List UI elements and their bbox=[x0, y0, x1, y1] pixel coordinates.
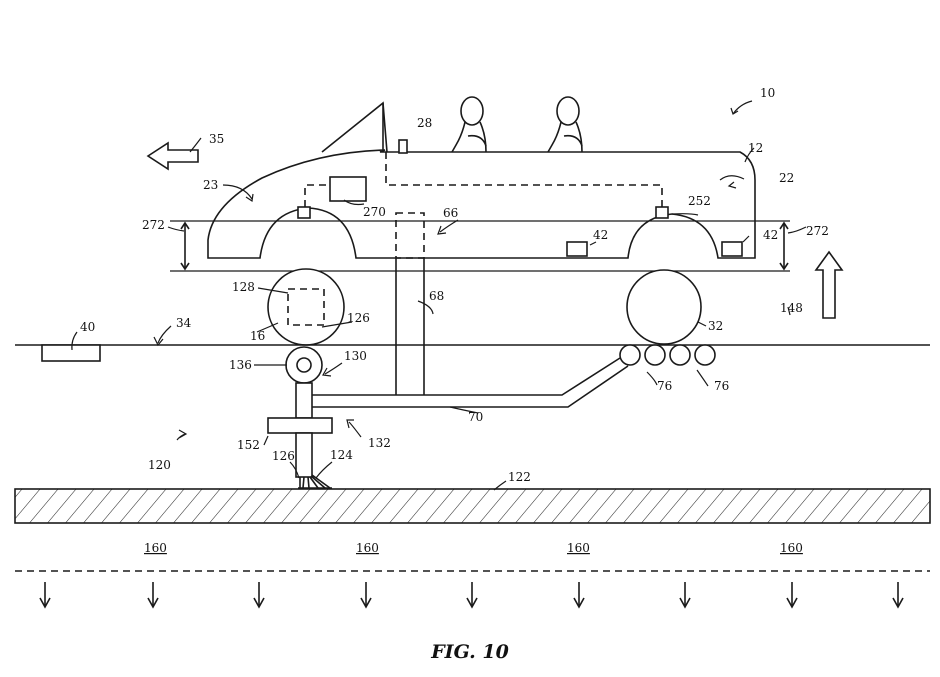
label-126-a: 126 bbox=[347, 311, 370, 325]
ground-box bbox=[41, 344, 101, 362]
label-128: 128 bbox=[232, 280, 255, 294]
arm-assembly bbox=[312, 357, 629, 408]
vehicle-body bbox=[207, 101, 756, 259]
label-40: 40 bbox=[80, 320, 95, 334]
passenger-front-icon bbox=[451, 96, 487, 153]
mast-assembly bbox=[395, 212, 425, 395]
label-35: 35 bbox=[209, 132, 224, 146]
label-42-b: 42 bbox=[763, 228, 778, 242]
label-12: 12 bbox=[748, 141, 763, 155]
label-70: 70 bbox=[468, 410, 483, 424]
module-a-box bbox=[566, 241, 588, 257]
label-270: 270 bbox=[363, 205, 386, 219]
label-160-2: 160 bbox=[356, 541, 379, 555]
label-22: 22 bbox=[779, 171, 794, 185]
label-160-3: 160 bbox=[567, 541, 590, 555]
rear-wheel bbox=[626, 269, 702, 345]
lift-arrow-icon bbox=[814, 250, 844, 319]
label-160-4: 160 bbox=[780, 541, 803, 555]
height-indicators bbox=[170, 220, 790, 272]
direction-arrow-icon bbox=[146, 141, 199, 171]
cleaning-head bbox=[267, 346, 333, 489]
figure-caption: FIG. 10 bbox=[431, 641, 509, 663]
label-148: 148 bbox=[780, 301, 803, 315]
label-120: 120 bbox=[148, 458, 171, 472]
field-arrows bbox=[39, 582, 904, 609]
label-76-a: 76 bbox=[657, 379, 672, 393]
label-132: 132 bbox=[368, 436, 391, 450]
control-wiring bbox=[297, 152, 669, 219]
label-252: 252 bbox=[688, 194, 711, 208]
label-76-b: 76 bbox=[714, 379, 729, 393]
front-wheel bbox=[267, 268, 345, 346]
label-10: 10 bbox=[760, 86, 775, 100]
label-23: 23 bbox=[203, 178, 218, 192]
passenger-rear-icon bbox=[547, 96, 583, 153]
label-32: 32 bbox=[708, 319, 723, 333]
label-34: 34 bbox=[176, 316, 192, 330]
label-28: 28 bbox=[417, 116, 432, 130]
label-66: 66 bbox=[443, 206, 458, 220]
label-136: 136 bbox=[229, 358, 252, 372]
label-122: 122 bbox=[508, 470, 531, 484]
label-126-b: 126 bbox=[272, 449, 295, 463]
label-16: 16 bbox=[250, 329, 265, 343]
label-68: 68 bbox=[429, 289, 444, 303]
label-42-a: 42 bbox=[593, 228, 608, 242]
label-130: 130 bbox=[344, 349, 367, 363]
track bbox=[14, 488, 931, 524]
label-272-left: 272 bbox=[142, 218, 165, 232]
leader-lines bbox=[71, 100, 807, 491]
label-160-1: 160 bbox=[144, 541, 167, 555]
label-152: 152 bbox=[237, 438, 260, 452]
label-272-right: 272 bbox=[806, 224, 829, 238]
roller-group bbox=[619, 344, 716, 366]
label-124: 124 bbox=[330, 448, 353, 462]
module-b-box bbox=[721, 241, 743, 257]
